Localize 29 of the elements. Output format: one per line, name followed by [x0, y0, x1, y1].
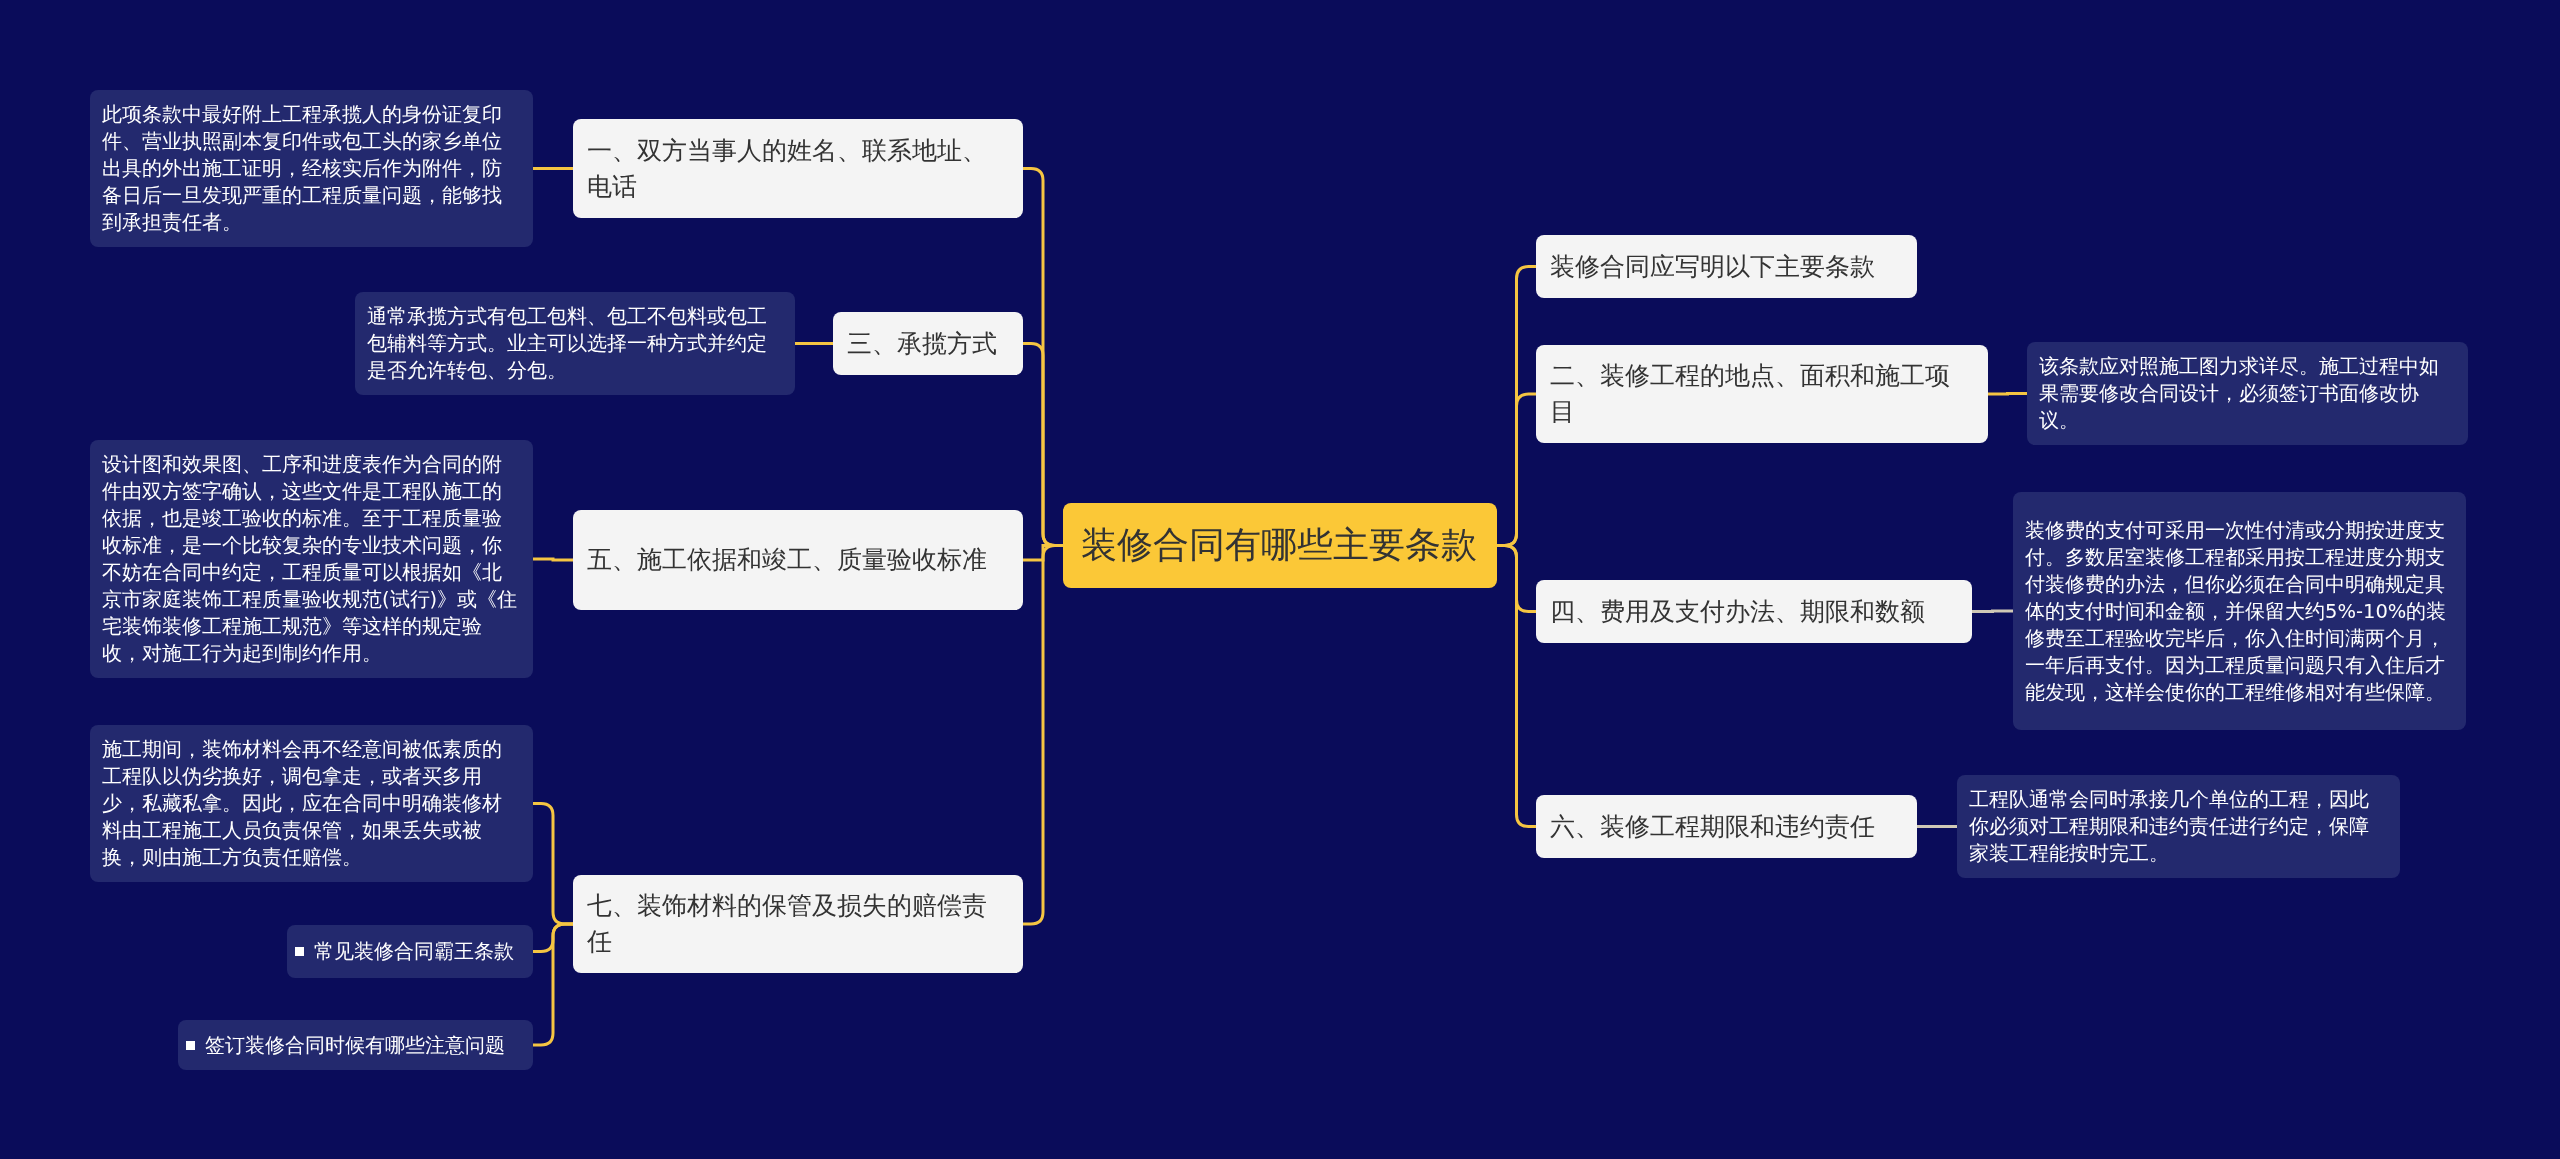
connector-line	[1988, 392, 2027, 396]
item-text: 常见装修合同霸王条款	[314, 938, 514, 965]
topic-box: 装修合同应写明以下主要条款	[1536, 235, 1917, 298]
note-box: 工程队通常会同时承接几个单位的工程，因此你必须对工程期限和违约责任进行约定，保障家装工程能按时完工。	[1957, 775, 2400, 878]
connector-line	[795, 342, 833, 345]
note-box: 该条款应对照施工图力求详尽。施工过程中如果需要修改合同设计，必须签订书面修改协议。	[2027, 342, 2468, 445]
central-topic-box: 装修合同有哪些主要条款	[1063, 503, 1497, 588]
topic-box: 七、装饰材料的保管及损失的赔偿责任	[573, 875, 1023, 973]
list-item	[287, 925, 533, 978]
connector-line	[1917, 825, 1957, 828]
note-box: 施工期间，装饰材料会再不经意间被低素质的工程队以伪劣换好，调包拿走，或者买多用少，私藏私拿。因此，应在合同中明确装修材料由工程施工人员负责保管，如果丢失或被换，则由施工方负责任赔偿。	[90, 725, 533, 882]
connector-line	[533, 922, 573, 1047]
note-box: 此项条款中最好附上工程承揽人的身份证复印件、营业执照副本复印件或包工头的家乡单位出具的外出施工证明，经核实后作为附件，防备日后一旦发现严重的工程质量问题，能够找到承担责任者。	[90, 90, 533, 247]
connector-line	[533, 167, 573, 170]
topic-box: 六、装修工程期限和违约责任	[1536, 795, 1917, 858]
topic-box: 一、双方当事人的姓名、联系地址、电话	[573, 119, 1023, 218]
topic-box: 二、装修工程的地点、面积和施工项目	[1536, 345, 1988, 443]
list-item	[178, 1020, 533, 1070]
connector-line	[1023, 544, 1063, 926]
note-box: 装修费的支付可采用一次性付清或分期按进度支付。多数居室装修工程都采用按工程进度分期支付装修费的办法，但你必须在合同中明确规定具体的支付时间和金额，并保留大约5%-10%的装修费至工程验收完毕后，你入住时间满两个月，一年后再支付。因为工程质量问题只有入住后才能发现，这样会使你的工程维修相对有些保障。	[2013, 492, 2466, 730]
topic-box: 五、施工依据和竣工、质量验收标准	[573, 510, 1023, 610]
note-box: 设计图和效果图、工序和进度表作为合同的附件由双方签字确认，这些文件是工程队施工的依据，也是竣工验收的标准。至于工程质量验收标准，是一个比较复杂的专业技术问题，你不妨在合同中约定，工程质量可以根据如《北京市家庭装饰工程质量验收规范(试行)》或《住宅装饰装修工程施工规范》等这样的规定验收，对施工行为起到制约作用。	[90, 440, 533, 678]
connector-line	[533, 557, 573, 562]
topic-box: 四、费用及支付办法、期限和数额	[1536, 580, 1972, 643]
note-box: 通常承揽方式有包工包料、包工不包料或包工包辅料等方式。业主可以选择一种方式并约定是否允许转包、分包。	[355, 292, 795, 395]
connector-line	[1497, 544, 1536, 828]
connector-line	[1972, 609, 2013, 613]
item-text: 签订装修合同时候有哪些注意问题	[205, 1031, 505, 1059]
topic-box: 三、承揽方式	[833, 312, 1023, 375]
